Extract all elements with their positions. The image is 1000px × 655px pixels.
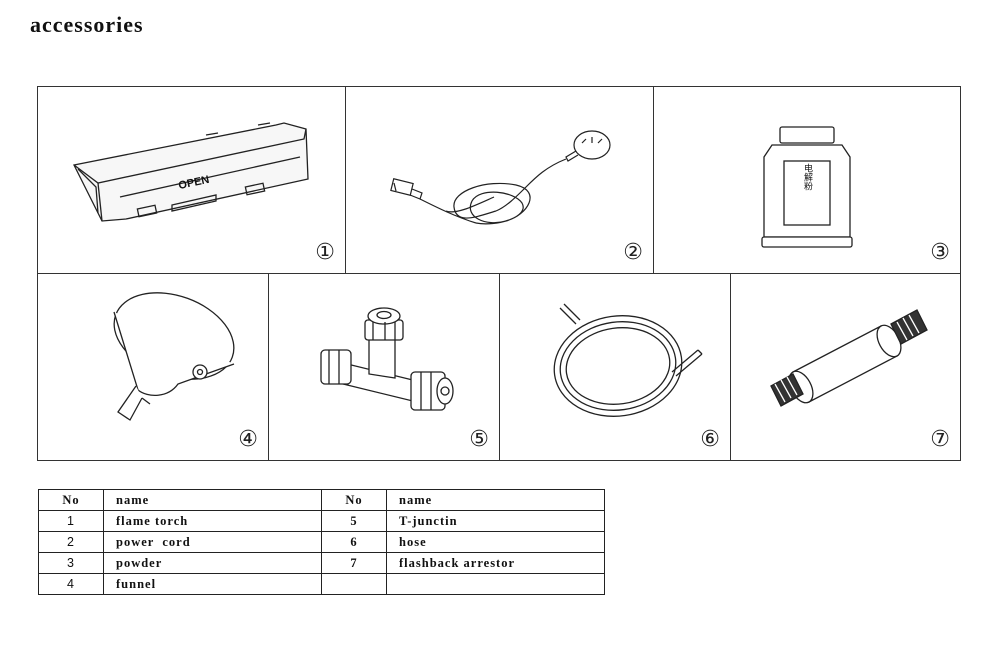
cell-no: 4 <box>38 573 104 595</box>
panel-number: ⑥ <box>700 427 720 452</box>
panel-flame-torch: OPEN ① <box>37 86 346 274</box>
cell-name: power cord <box>103 531 322 553</box>
flame-torch-icon: OPEN <box>73 122 309 222</box>
cell-name <box>386 573 605 595</box>
panel-t-junction: ⑤ <box>268 273 500 461</box>
table-row: 4 funnel <box>38 573 605 595</box>
page-title: accessories <box>30 12 144 37</box>
cell-name: powder <box>103 552 322 574</box>
bottle-label: 电解粉 <box>802 162 813 191</box>
header-no: No <box>321 489 387 511</box>
header-name: name <box>386 489 605 511</box>
powder-bottle-icon: 电解粉 <box>761 126 853 248</box>
panel-flashback-arrestor: ⑦ <box>730 273 961 461</box>
hose-icon <box>553 303 703 417</box>
cell-name: T-junctin <box>386 510 605 532</box>
cell-name: hose <box>386 531 605 553</box>
cell-no: 1 <box>38 510 104 532</box>
cell-no: 5 <box>321 510 387 532</box>
header-name: name <box>103 489 322 511</box>
header-no: No <box>38 489 104 511</box>
cell-no: 2 <box>38 531 104 553</box>
accessories-table: No name No name 1 flame torch 5 T-juncti… <box>38 489 605 595</box>
cell-name: flashback arrestor <box>386 552 605 574</box>
panel-funnel: ④ <box>37 273 269 461</box>
panel-number: ⑤ <box>469 427 489 452</box>
panel-hose: ⑥ <box>499 273 731 461</box>
table-header-row: No name No name <box>38 489 605 511</box>
cell-name: flame torch <box>103 510 322 532</box>
power-cord-icon <box>390 130 611 225</box>
accessories-grid: OPEN ① ② <box>37 86 961 461</box>
t-junction-icon <box>320 307 454 411</box>
funnel-icon <box>113 292 235 421</box>
cell-no <box>321 573 387 595</box>
panel-power-cord: ② <box>345 86 654 274</box>
table-row: 1 flame torch 5 T-junctin <box>38 510 605 532</box>
flashback-arrestor-icon <box>770 309 928 407</box>
cell-no: 3 <box>38 552 104 574</box>
cell-no: 7 <box>321 552 387 574</box>
table-row: 3 powder 7 flashback arrestor <box>38 552 605 574</box>
cell-name: funnel <box>103 573 322 595</box>
panel-number: ③ <box>930 240 950 265</box>
panel-powder: 电解粉 ③ <box>653 86 961 274</box>
panel-number: ① <box>315 240 335 265</box>
panel-number: ② <box>623 240 643 265</box>
panel-number: ⑦ <box>930 427 950 452</box>
cell-no: 6 <box>321 531 387 553</box>
table-row: 2 power cord 6 hose <box>38 531 605 553</box>
panel-number: ④ <box>238 427 258 452</box>
